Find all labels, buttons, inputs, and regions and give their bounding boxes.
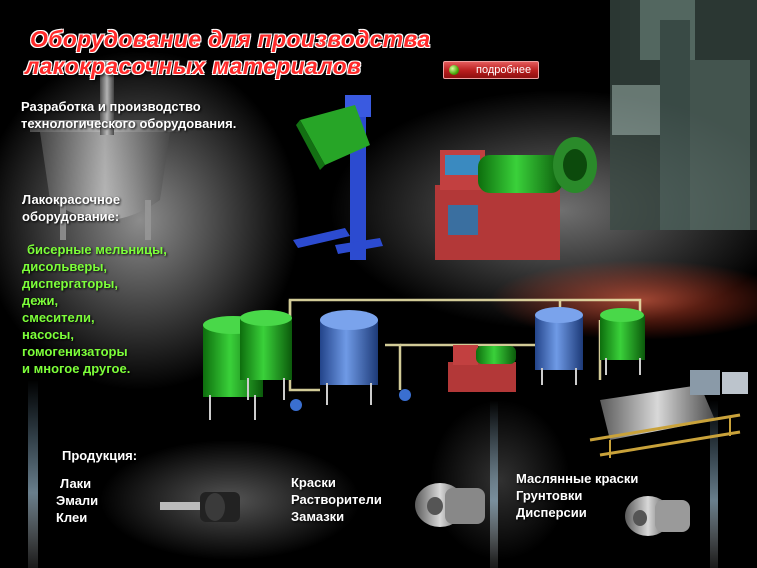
list-item: Растворители	[291, 492, 382, 507]
products-group-1: Лаки Эмали Клеи	[56, 475, 98, 526]
list-item: смесители,	[22, 310, 95, 325]
list-item: насосы,	[22, 327, 75, 342]
list-item: дежи,	[22, 293, 59, 308]
list-item: Замазки	[291, 509, 345, 524]
equipment-heading: Лакокрасочное оборудование:	[22, 191, 120, 225]
list-item: бисерные мельницы,	[27, 242, 167, 257]
list-item: и многое другое.	[22, 361, 131, 376]
list-item: Лаки	[60, 476, 92, 491]
equipment-list: бисерные мельницы, дисольверы, диспергат…	[22, 241, 167, 377]
products-group-2: Краски Растворители Замазки	[291, 474, 382, 525]
products-heading: Продукция:	[62, 448, 138, 463]
list-item: гомогенизаторы	[22, 344, 128, 359]
intro-text: Разработка и производство технологическо…	[21, 98, 236, 132]
list-item: дисольверы,	[22, 259, 108, 274]
list-item: Маслянные краски	[516, 471, 639, 486]
bullet-icon	[449, 65, 459, 75]
list-item: диспергаторы,	[22, 276, 118, 291]
list-item: Эмали	[56, 493, 99, 508]
list-item: Дисперсии	[516, 505, 587, 520]
list-item: Грунтовки	[516, 488, 583, 503]
equipment-heading-line-1: Лакокрасочное	[22, 192, 121, 207]
intro-line-1: Разработка и производство	[21, 99, 201, 114]
equipment-heading-line-2: оборудование:	[22, 209, 120, 224]
more-button[interactable]: подробнее	[443, 61, 539, 79]
title-line-2: лакокрасочных материалов	[25, 53, 362, 79]
list-item: Клеи	[56, 510, 88, 525]
intro-line-2: технологического оборудования.	[21, 116, 237, 131]
list-item: Краски	[291, 475, 336, 490]
products-group-3: Маслянные краски Грунтовки Дисперсии	[516, 470, 638, 521]
more-button-label: подробнее	[476, 64, 532, 76]
title-line-1: Оборудование для производства	[30, 26, 431, 52]
